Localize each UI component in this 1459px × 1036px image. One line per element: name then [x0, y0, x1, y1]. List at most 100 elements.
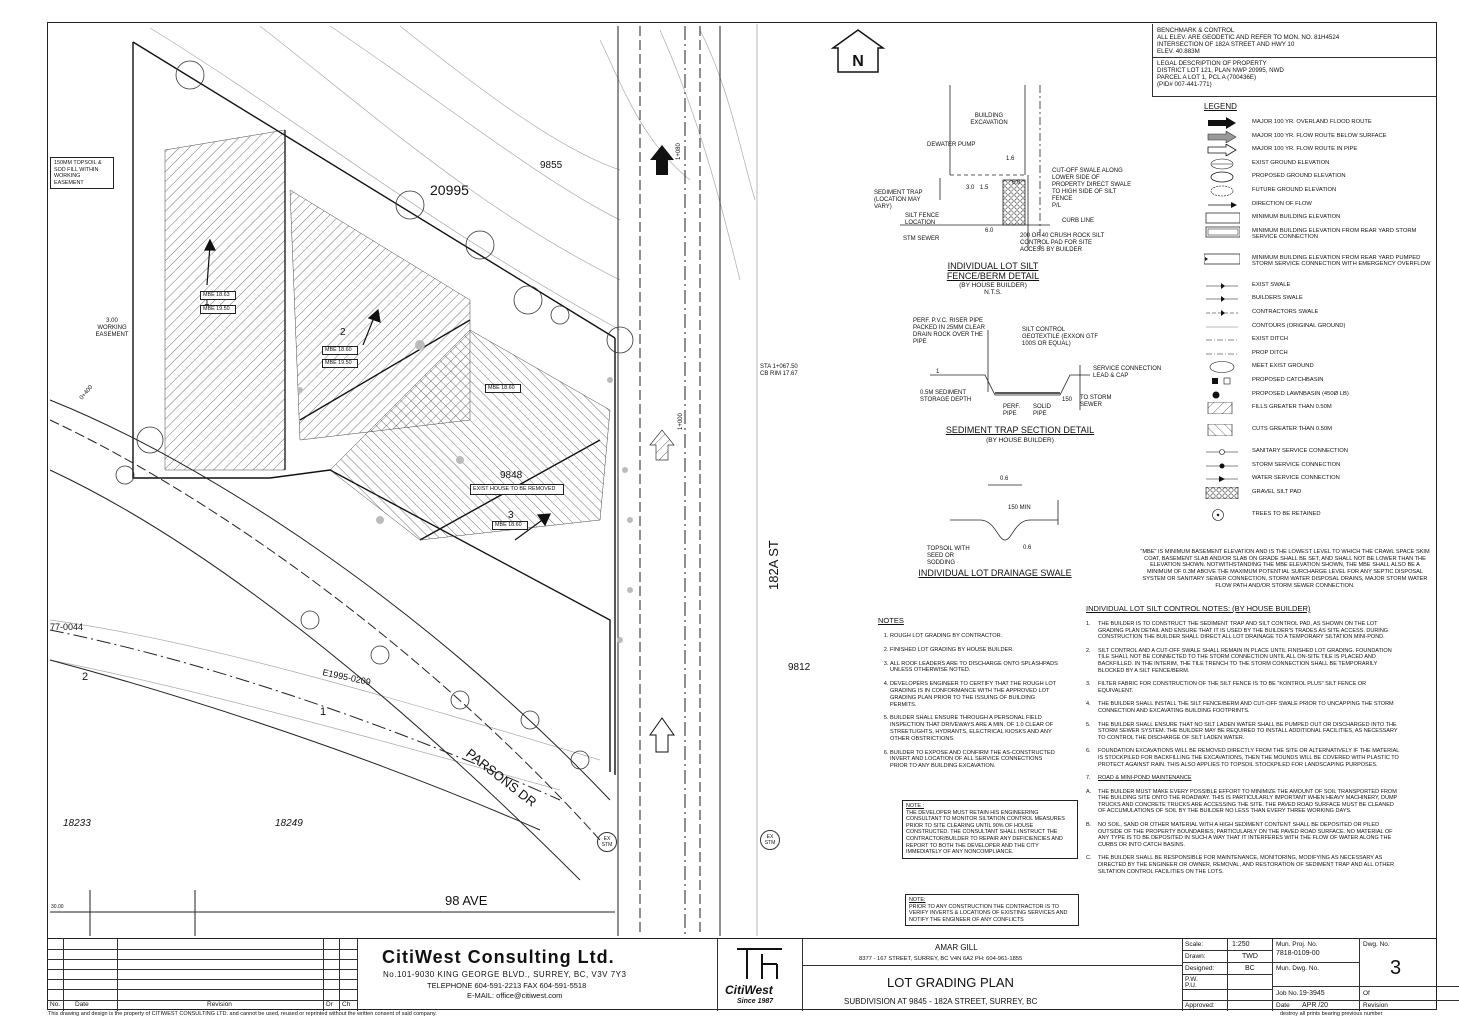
note-item: BUILDER SHALL ENSURE THROUGH A PERSONAL … — [890, 715, 1058, 742]
legend-item: CUTS GREATER THAN 0.50m — [1204, 424, 1434, 446]
lot-9812-label: 9812 — [788, 662, 811, 673]
legend-item-label: EXIST DITCH — [1252, 336, 1288, 343]
legend-item: EXIST DITCH — [1204, 334, 1434, 348]
designed-value: BC — [1245, 965, 1255, 972]
stm-icon — [1206, 463, 1238, 469]
riser-pipe-label: PERF. P.V.C. RISER PIPE PACKED IN 25mm C… — [913, 318, 985, 345]
dim-1-6: 1.6 — [1006, 156, 1015, 162]
arrow-major-icon — [1208, 117, 1236, 129]
lot-2-west-label: 2 — [82, 671, 88, 683]
rev-col-dr: Dr — [326, 1001, 333, 1008]
legend-item-label: EXIST SWALE — [1252, 281, 1291, 288]
contour-icon — [1206, 326, 1238, 327]
sediment-storage-label: 0.5m SEDIMENT STORAGE DEPTH — [920, 390, 972, 403]
note-item: ALL ROOF LEADERS ARE TO DISCHARGE ONTO S… — [890, 661, 1058, 675]
pu-label: P.U. — [1185, 982, 1197, 989]
note-item: BUILDER TO EXPOSE AND CONFIRM THE AS-CON… — [890, 750, 1058, 770]
parsons-drive-lines — [49, 399, 611, 881]
legend-item-label: MAJOR 100 YR. OVERLAND FLOOD ROUTE — [1252, 119, 1372, 125]
logo-since: Since 1987 — [737, 998, 774, 1005]
sta-1067-label: STA 1+067.50 — [760, 364, 798, 370]
silt-note-item: 6.FOUNDATION EXCAVATIONS WILL BE REMOVED… — [1086, 748, 1402, 768]
copyright-note: This drawing and design is the property … — [48, 1011, 437, 1017]
topsoil-seed-label: TOPSOIL WITH SEED OR SODDING — [927, 546, 970, 566]
mbe-lot1-tag-b: MBE 19.50 — [200, 305, 236, 314]
ex-stm-marker-2: EX STM — [760, 830, 780, 850]
pl-label: P/L — [1052, 203, 1062, 209]
flow-icon — [1208, 201, 1237, 208]
legend-item: BUILDERS SWALE — [1204, 293, 1434, 307]
silt-fence-detail-sub2: N.T.S. — [984, 289, 1002, 296]
dim-1: 1 — [936, 369, 940, 375]
developer-note-box: NOTE : THE DEVELOPER MUST RETAIN HIS ENG… — [902, 800, 1078, 859]
silt-note-text: THE BUILDER IS TO CONSTRUCT THE SEDIMENT… — [1098, 621, 1389, 641]
silt-note-item: 5.THE BUILDER SHALL ENSURE THAT NO SILT … — [1086, 722, 1402, 742]
legend-item: TREES TO BE RETAINED — [1204, 509, 1434, 531]
legend-item: PROPOSED LAWNBASIN (450Ø LB) — [1204, 389, 1434, 403]
sta-1080-label: 1+080 — [676, 142, 682, 160]
silt-note-text: THE BUILDER SHALL INSTALL THE SILT FENCE… — [1098, 701, 1394, 714]
contour-lines — [49, 25, 756, 791]
dim-3-0: 3.0 — [966, 185, 975, 191]
legend-item: EXIST GROUND ELEVATION — [1204, 158, 1434, 172]
silt-note-number: 3. — [1086, 681, 1091, 688]
dim-6-0-a: 6.0 — [1012, 180, 1021, 186]
dim-1-5: 1.5 — [980, 185, 989, 191]
mbe-lot1-tag: MBE 18.63 — [200, 291, 236, 300]
contractor-note-title: NOTE: — [909, 897, 926, 903]
legend-item: CONTRACTORS SWALE — [1204, 307, 1434, 321]
street-98-ave-label: 98 AVE — [445, 893, 488, 908]
general-notes: NOTES ROUGH LOT GRADING BY CONTRACTOR.FI… — [878, 616, 1058, 777]
flow-below-surface-arrow — [649, 429, 675, 461]
curb-line-label: CURB LINE — [1062, 218, 1095, 224]
cut-icon — [1207, 424, 1233, 437]
legend-item: EXIST SWALE — [1204, 280, 1434, 294]
legend-item-label: MINIMUM BUILDING ELEVATION — [1252, 214, 1341, 221]
elev-future-icon — [1210, 185, 1234, 197]
legend-item-label: PROP DITCH — [1252, 349, 1288, 356]
mbe-lot4-tag: MBE 18.60 — [492, 521, 528, 530]
legend-item: SANITARY SERVICE CONNECTION — [1204, 446, 1434, 460]
legend-item-label: PROPOSED GROUND ELEVATION — [1252, 173, 1346, 180]
legend-item: PROPOSED CATCHBASIN — [1204, 375, 1434, 389]
legend-title: LEGEND — [1204, 102, 1237, 111]
street-182a-label: 182A ST — [766, 540, 781, 590]
logo-word: CitiWest — [725, 983, 773, 997]
tree-icon — [1212, 509, 1224, 521]
silt-note-text: THE BUILDER SHALL BE RESPONSIBLE FOR MAI… — [1098, 855, 1395, 875]
fill-area-lot-1 — [164, 129, 286, 471]
legend-item-label: MINIMUM BUILDING ELEVATION FROM REAR YAR… — [1252, 227, 1417, 241]
legend-item: MINIMUM BUILDING ELEVATION — [1204, 212, 1434, 226]
dewater-pump-label: DEWATER PUMP — [927, 142, 976, 148]
lot-1-label: 1 — [204, 297, 210, 308]
legend-item: MAJOR 100 YR. FLOW ROUTE BELOW SURFACE — [1204, 130, 1434, 145]
legend-item-label: CUTS GREATER THAN 0.50m — [1252, 426, 1332, 433]
legend-item-label: CONTRACTORS SWALE — [1252, 308, 1319, 315]
dim-0-6-a: 0.6 — [1000, 476, 1009, 482]
silt-note-number: 7. — [1086, 775, 1091, 782]
vegetation-marks — [297, 340, 633, 643]
silt-note-number: 6. — [1086, 748, 1091, 755]
trees-to-be-retained — [115, 60, 634, 770]
mbe2-icon — [1205, 226, 1240, 238]
designed-label: Designed: — [1185, 965, 1215, 972]
drawing-sheet-border — [47, 22, 1437, 1010]
silt-note-item: a.THE BUILDER MUST MAKE EVERY POSSIBLE E… — [1086, 789, 1402, 815]
lot-1-south-label: 1 — [320, 706, 326, 718]
legend-item-label: MAJOR 100 YR. FLOW ROUTE BELOW SURFACE — [1252, 132, 1387, 139]
working-easement-label: 3.00 WORKING EASEMENT — [95, 318, 129, 338]
silt-note-text: ROAD & MINI-POND MAINTENANCE — [1098, 775, 1192, 782]
note-item: FINISHED LOT GRADING BY HOUSE BUILDER. — [890, 647, 1058, 654]
legend-item-label: TREES TO BE RETAINED — [1252, 510, 1321, 517]
silt-note-text: SILT CONTROL AND A CUT-OFF SWALE SHALL R… — [1098, 647, 1392, 674]
silt-note-item: 3.FILTER FABRIC FOR CONSTRUCTION OF THE … — [1086, 681, 1402, 694]
client-name: AMAR GILL — [935, 943, 978, 952]
legend-item: MAJOR 100 YR. FLOW ROUTE IN PIPE — [1204, 144, 1434, 158]
legal-line3: (PID# 007-441-771) — [1157, 81, 1212, 88]
gravel-icon — [1205, 486, 1239, 499]
of-label: Of — [1363, 990, 1370, 997]
silt-note-text: THE BUILDER SHALL ENSURE THAT NO SILT LA… — [1098, 721, 1398, 741]
pw-label: P.W. — [1185, 976, 1198, 983]
legend-item-label: GRAVEL SILT PAD — [1252, 488, 1302, 495]
